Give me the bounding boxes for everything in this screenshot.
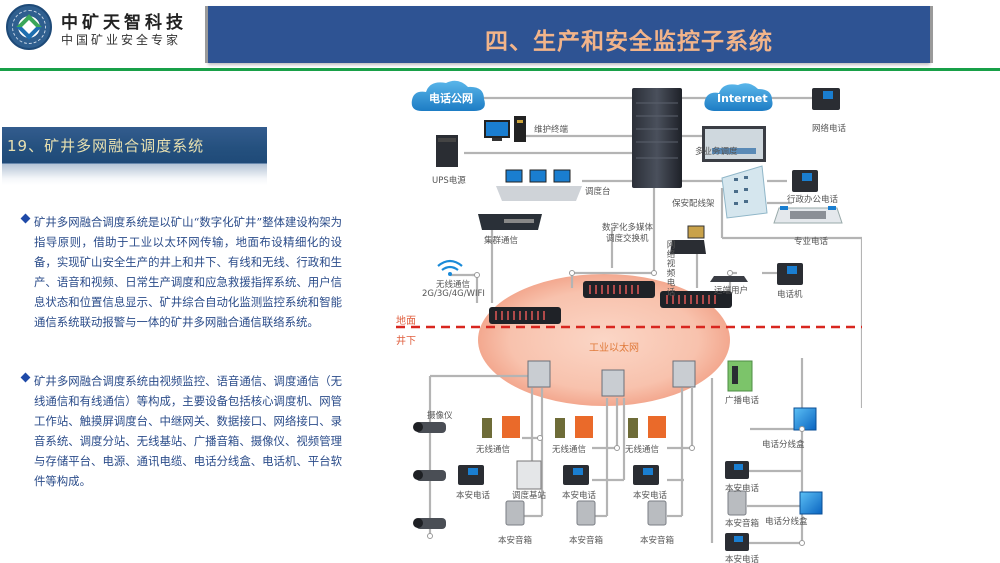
header-divider — [0, 68, 1000, 71]
bullet-text: 矿井多网融合调度系统由视频监控、语音通信、调度通信（无线通信和有线通信）等构成，… — [34, 374, 342, 488]
ia-speaker-label: 本安音箱 — [569, 536, 604, 546]
network-phone-label: 网络电话 — [812, 124, 847, 134]
digital-switch-label-1: 数字化多媒体 — [602, 223, 654, 233]
wireless-comm-label: 无线通信 — [552, 445, 587, 455]
ia-phone-label: 本安电话 — [456, 491, 491, 501]
video-phone-icon — [670, 225, 706, 254]
digital-switch-label-2: 调度交换机 — [606, 234, 649, 244]
ups-icon — [436, 135, 458, 167]
maintenance-terminal-icon — [484, 116, 526, 142]
camera-icons — [413, 422, 446, 529]
wireless-label-2: 2G/3G/4G/WIFI — [422, 289, 485, 299]
wireless-devices-icons — [482, 416, 666, 438]
maintenance-terminal-label: 维护终端 — [534, 125, 569, 135]
internet-cloud-icon — [704, 83, 773, 111]
junction-box-label: 电话分线盒 — [762, 440, 805, 450]
ia-phone-label: 本安电话 — [633, 491, 668, 501]
ethernet-label: 工业以太网 — [589, 343, 639, 354]
bullet-item: 矿井多网融合调度系统是以矿山“数字化矿井”整体建设构架为指导原则，借助于工业以太… — [20, 212, 342, 332]
title-bar: 四、生产和安全监控子系统 — [208, 6, 930, 63]
ia-speaker-label: 本安音箱 — [725, 519, 760, 529]
internet-cloud-label: Internet — [717, 92, 768, 105]
broadcast-phone-label: 广播电话 — [725, 396, 760, 406]
cluster-label: 集群通信 — [484, 236, 519, 246]
network-phone-icon — [812, 88, 840, 110]
network-diagram: 电话公网 Internet 维护终端 UPS电源 调度台 网络电话 多业务调度 … — [392, 78, 862, 563]
admin-phone-icon — [792, 170, 818, 192]
junction-box-label: 电话分线盒 — [765, 517, 808, 527]
wireless-comm-label: 无线通信 — [625, 445, 660, 455]
telephone-icon — [777, 263, 803, 285]
broadcast-phone-icon — [727, 360, 753, 392]
multi-service-label: 多业务调度 — [695, 147, 738, 157]
dispatch-console-label: 调度台 — [585, 187, 611, 197]
substation-icons — [527, 360, 696, 397]
diagram-canvas — [396, 80, 862, 551]
section-tab-reflection — [2, 163, 267, 185]
ia-phone-label: 本安电话 — [725, 484, 760, 494]
dispatch-base-station-icon — [516, 460, 542, 490]
dispatch-station-label: 调度基站 — [512, 491, 547, 501]
mdf-label: 保安配线架 — [672, 199, 715, 209]
company-logo — [6, 4, 52, 50]
bullet-text: 矿井多网融合调度系统是以矿山“数字化矿井”整体建设构架为指导原则，借助于工业以太… — [34, 215, 342, 329]
logo-ring — [12, 10, 46, 44]
company-name: 中矿天智科技 — [61, 13, 187, 33]
ups-label: UPS电源 — [432, 176, 466, 186]
ia-speaker-label: 本安音箱 — [498, 536, 533, 546]
admin-phone-label: 行政办公电话 — [787, 195, 839, 205]
pstn-cloud-label: 电话公网 — [429, 92, 473, 105]
connection-nodes — [427, 270, 805, 546]
section-tab: 19、矿井多网融合调度系统 — [2, 127, 267, 163]
professional-phone-icon — [773, 206, 843, 224]
multi-service-dispatch-icon — [702, 126, 766, 162]
section-title: 19、矿井多网融合调度系统 — [7, 137, 205, 155]
wifi-icon — [437, 259, 463, 276]
ring-switch-icons — [489, 281, 732, 324]
ia-phone-label: 本安电话 — [725, 555, 760, 563]
dispatch-console-icon — [496, 169, 582, 201]
wireless-comm-label: 无线通信 — [476, 445, 511, 455]
dispatch-server-rack-icon — [632, 88, 682, 188]
wireless-label-1: 无线通信 — [436, 280, 471, 290]
ia-speaker-icons — [505, 490, 747, 526]
video-phone-label: 网络视频电话 — [665, 240, 675, 297]
ia-phone-label: 本安电话 — [562, 491, 597, 501]
ia-speaker-label: 本安音箱 — [640, 536, 675, 546]
cluster-switch-icon — [478, 214, 542, 230]
pro-phone-label: 专业电话 — [794, 237, 829, 247]
telephone-label: 电话机 — [777, 290, 803, 300]
remote-user-label: 远端用户 — [714, 286, 749, 296]
company-slogan: 中国矿业安全专家 — [61, 33, 182, 47]
camera-label: 摄像仪 — [427, 411, 453, 421]
junction-box-icons — [793, 407, 823, 515]
remote-user-gateway-icon — [710, 276, 748, 282]
underground-label: 井下 — [396, 336, 416, 347]
pstn-cloud-icon — [411, 80, 485, 111]
bullet-item: 矿井多网融合调度系统由视频监控、语音通信、调度通信（无线通信和有线通信）等构成，… — [20, 371, 342, 491]
surface-label: 地面 — [396, 316, 416, 327]
distribution-frame-icon — [721, 165, 768, 219]
slide-title: 四、生产和安全监控子系统 — [485, 28, 773, 55]
